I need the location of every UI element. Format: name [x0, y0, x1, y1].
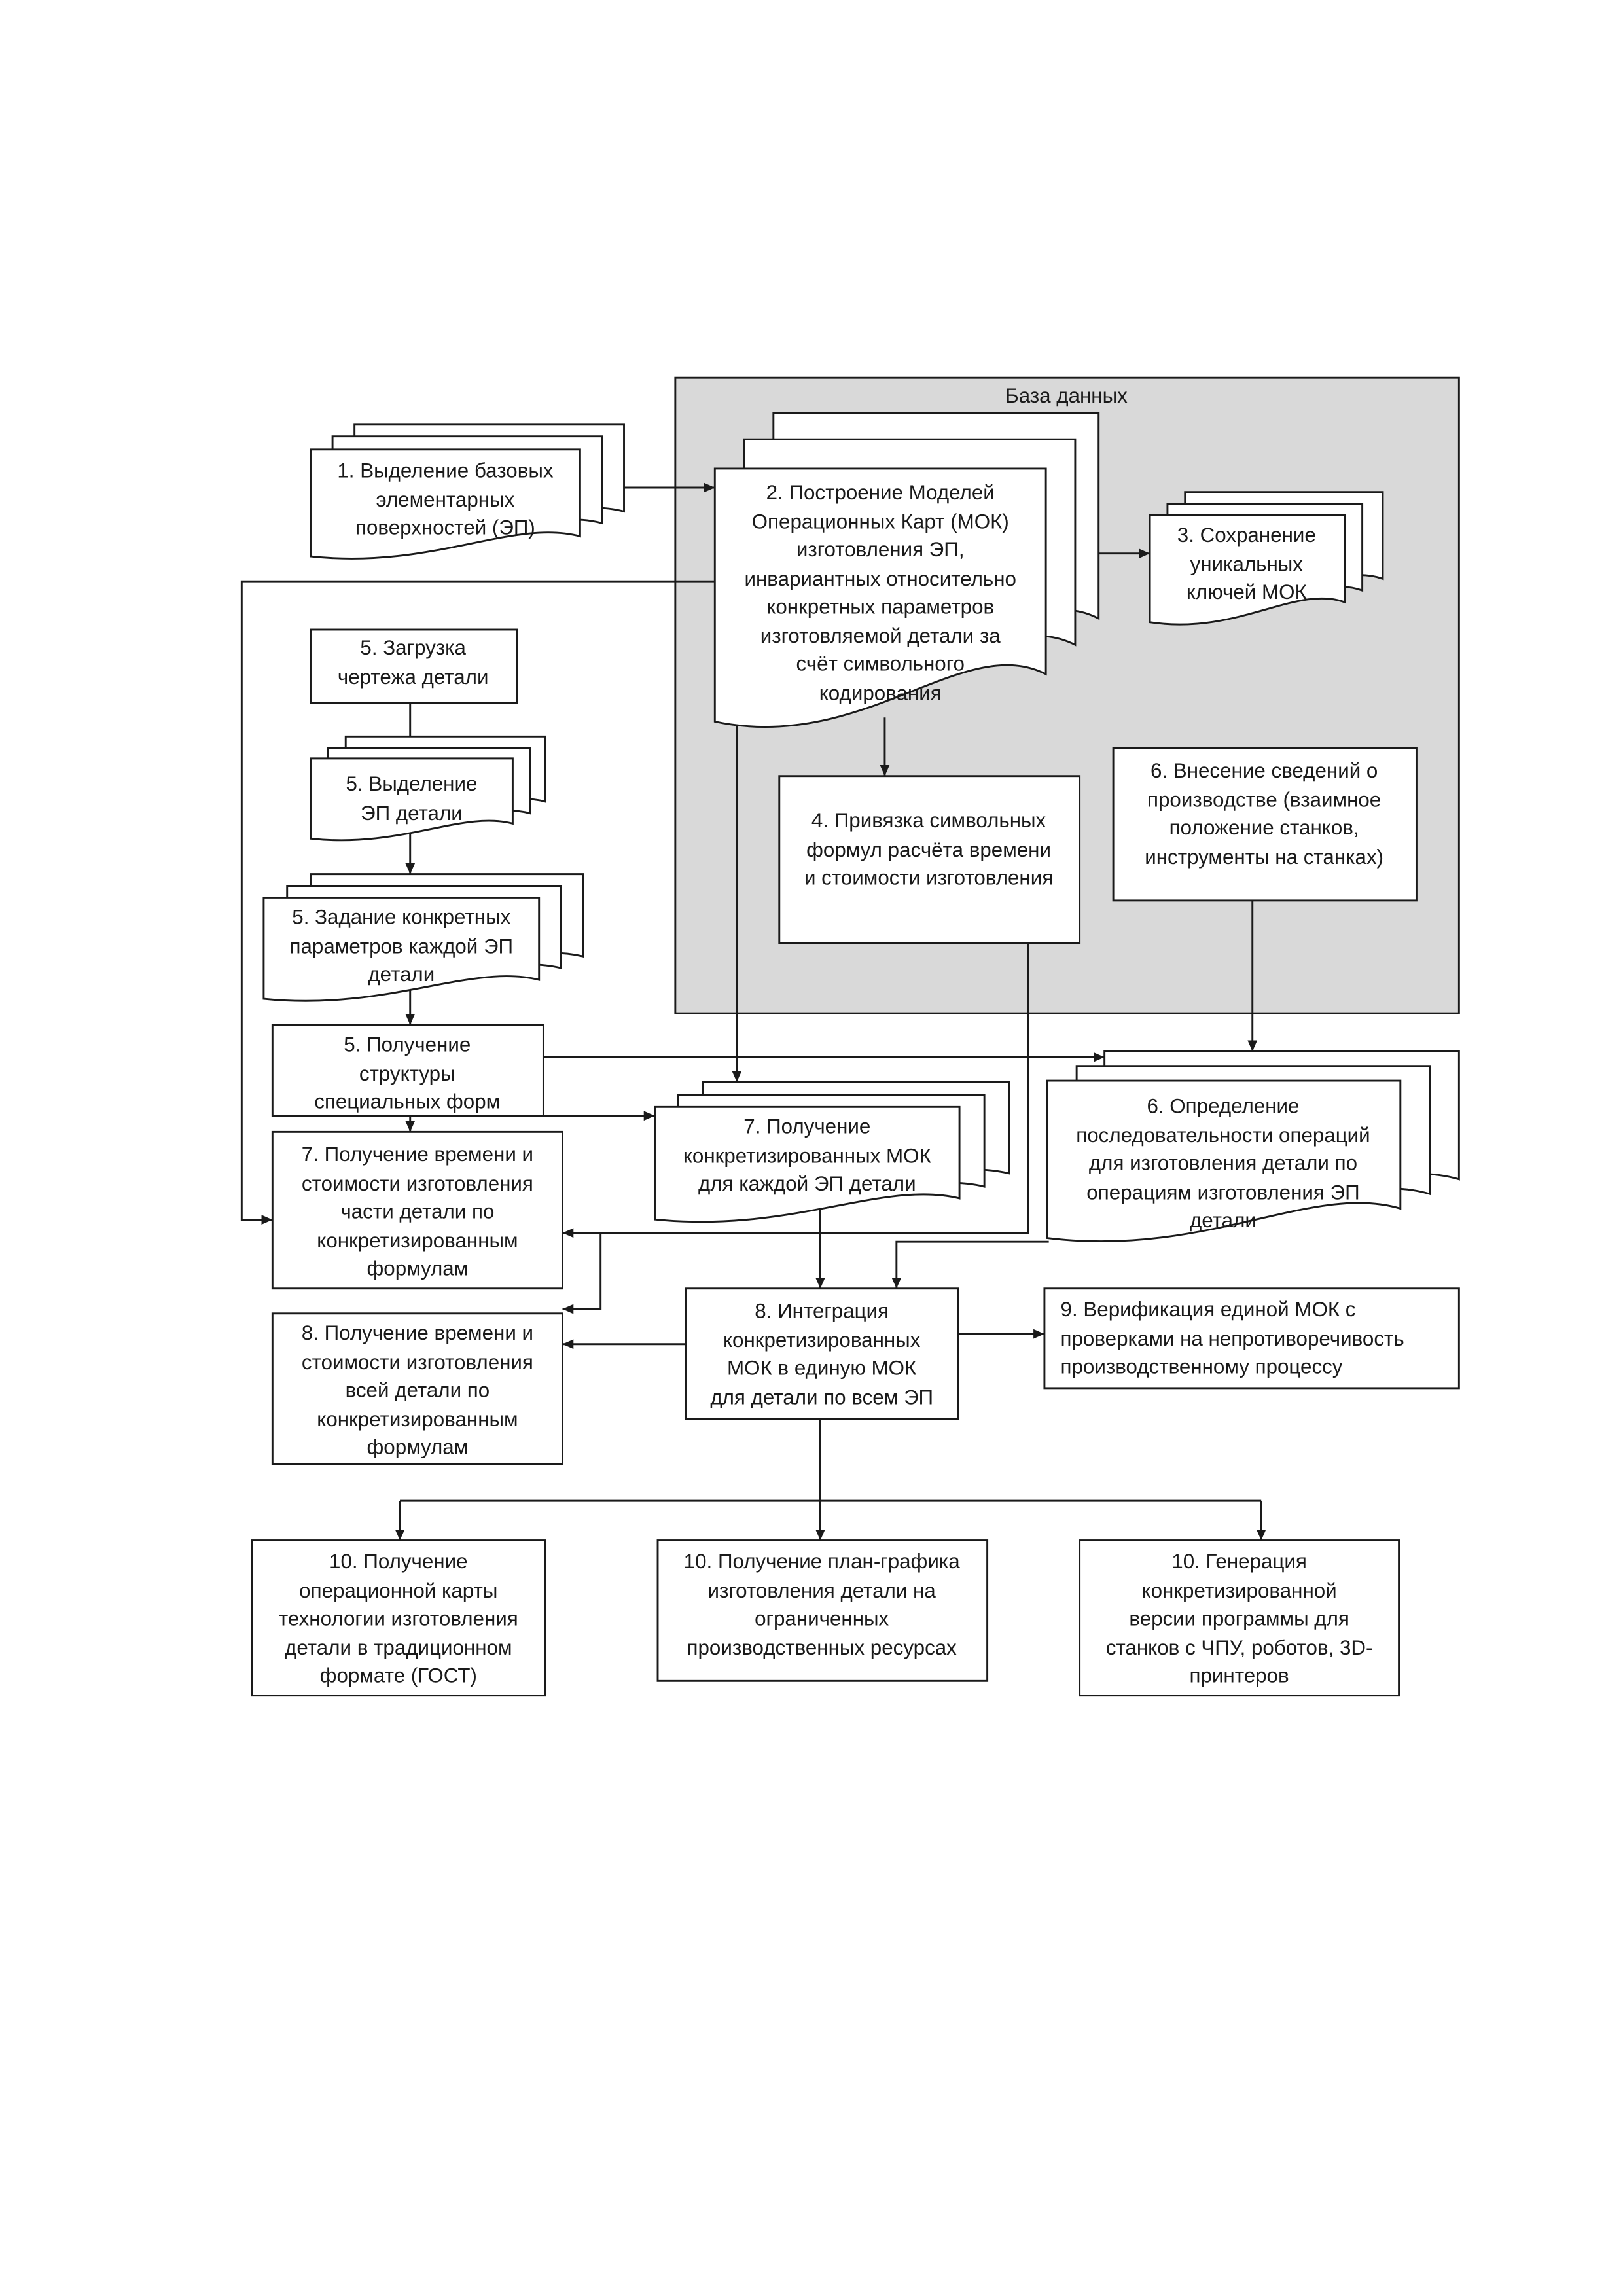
step-10-card-box — [251, 1539, 546, 1697]
step-4-label: 4. Привязка символьных формул расчёта вр… — [804, 808, 1054, 889]
nodes-layer — [251, 412, 1460, 1697]
step-2-document-front — [713, 467, 1047, 728]
step-3-document — [1149, 491, 1384, 626]
connectors-layer — [240, 482, 1266, 1541]
step-2-document — [713, 412, 1100, 728]
step-5-extract-document-front — [310, 757, 514, 842]
step-6-sequence-document — [1046, 1050, 1460, 1243]
step-2-label: 2. Построение Моделей Операционных Карт … — [744, 480, 1016, 704]
step-5-structure-box — [271, 1024, 544, 1117]
step-8-cost-whole-box — [271, 1312, 563, 1465]
step-5-load-label: 5. Загрузка чертежа детали — [337, 635, 489, 688]
step-5-load-box — [310, 628, 518, 704]
step-5-params-document-front — [262, 896, 541, 1002]
step-3-label: 3. Сохранение уникальных ключей МОК — [1177, 522, 1316, 603]
step-6-sequence-label: 6. Определение последовательности операц… — [1076, 1094, 1370, 1232]
step-6-sequence-document-front — [1046, 1079, 1402, 1243]
step-10-schedule-label: 10. Получение план-графика изготовления … — [683, 1549, 960, 1659]
step-5-params-label: 5. Задание конкретных параметров каждой … — [289, 905, 514, 986]
step-6-input-label: 6. Внесение сведений о производстве (вза… — [1145, 758, 1384, 868]
database-label: База данных — [1005, 384, 1128, 407]
step-7-mok-document-front — [654, 1105, 961, 1223]
step-9-box — [1043, 1287, 1460, 1390]
step-5-extract-label: 5. Выделение ЭП детали — [346, 772, 478, 824]
connector-4-to-7-cost-part — [562, 942, 1029, 1238]
step-8-integrate-box — [685, 1287, 959, 1420]
step-8-cost-whole-label: 8. Получение времени и стоимости изготов… — [301, 1320, 534, 1459]
step-10-program-box — [1079, 1539, 1400, 1697]
step-4-box — [778, 775, 1081, 944]
step-7-cost-part-box — [271, 1130, 563, 1290]
step-6-input-box — [1112, 747, 1418, 902]
connector-6-sequence-to-8-integrate — [891, 1240, 1049, 1289]
step-5-structure-label: 5. Получение структуры специальных форм — [314, 1032, 501, 1113]
step-7-mok-document — [654, 1081, 1010, 1223]
step-1-document-front — [310, 448, 581, 560]
step-5-extract-document — [310, 735, 546, 842]
connector-4-to-8-cost-whole — [562, 1232, 602, 1314]
step-7-mok-label: 7. Получение конкретизированных МОК для … — [683, 1114, 931, 1195]
step-10-program-label: 10. Генерация конкретизированной версии … — [1105, 1549, 1373, 1687]
step-3-document-front — [1149, 514, 1346, 626]
step-9-label: 9. Верификация единой МОК с проверками н… — [1060, 1297, 1404, 1378]
step-7-cost-part-label: 7. Получение времени и стоимости изготов… — [301, 1142, 534, 1280]
step-1-label: 1. Выделение базовых элементарных поверх… — [337, 458, 554, 539]
step-10-card-label: 10. Получение операционной карты техноло… — [278, 1549, 518, 1687]
connector-2-to-7-cost-part — [240, 580, 715, 1225]
step-5-params-document — [262, 873, 584, 1002]
step-1-document — [310, 423, 625, 560]
step-10-schedule-box — [656, 1539, 989, 1682]
step-8-integrate-label: 8. Интеграция конкретизированных МОК в е… — [710, 1299, 934, 1408]
